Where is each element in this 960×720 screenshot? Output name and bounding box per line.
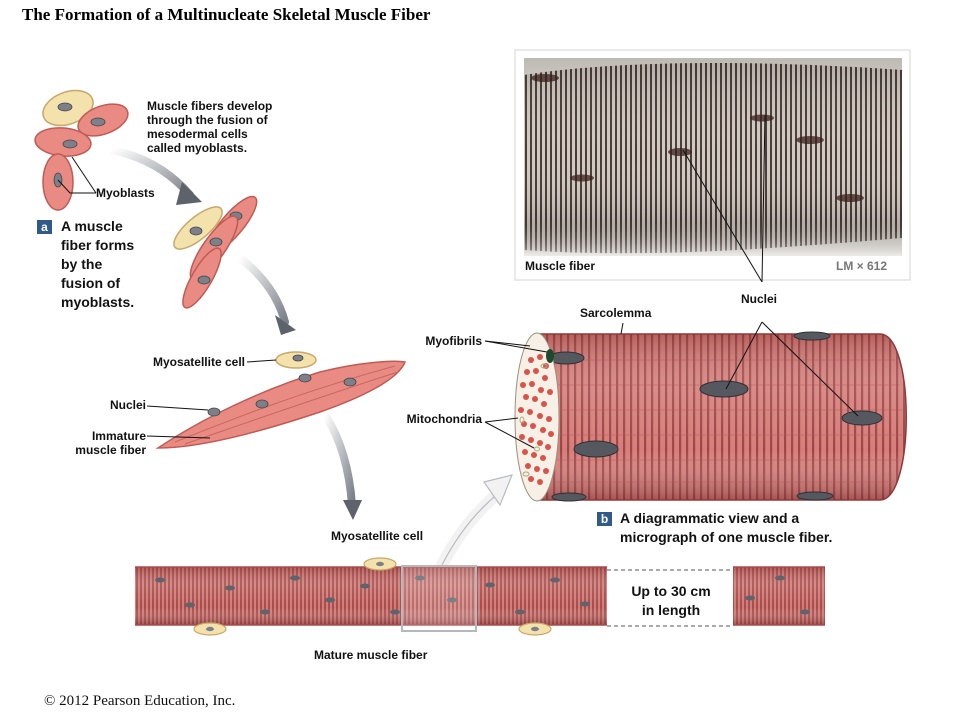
label-sarcolemma: Sarcolemma [580, 306, 652, 320]
fusing-myoblasts [173, 195, 258, 309]
panel-b-badge: b [597, 512, 612, 526]
muscle-fiber-cylinder [514, 331, 907, 502]
immature-muscle-fiber [155, 351, 407, 449]
label-mature-fiber: Mature muscle fiber [314, 648, 428, 662]
panel-a-badge: a [37, 220, 52, 234]
label-myosatellite-cell-2: Myosatellite cell [331, 529, 424, 543]
label-mitochondria: Mitochondria [406, 412, 482, 426]
myoblast-cells [34, 89, 129, 211]
length-note: Up to 30 cm in length [631, 583, 711, 618]
panel-a-caption: A muscle fiber forms by the fusion of my… [61, 218, 135, 310]
leader-lines [57, 114, 859, 449]
mature-muscle-fiber [135, 557, 825, 636]
label-nuclei-2: Nuclei [741, 292, 778, 306]
micrograph [514, 49, 911, 281]
label-myofibrils: Myofibrils [425, 334, 482, 348]
label-magnification: LM × 612 [836, 259, 888, 273]
label-myoblasts: Myoblasts [96, 186, 155, 200]
label-nuclei-1: Nuclei [109, 398, 146, 412]
copyright: © 2012 Pearson Education, Inc. [44, 693, 236, 709]
page-title: The Formation of a Multinucleate Skeleta… [22, 5, 431, 24]
panel-b-caption: A diagrammatic view and a micrograph of … [620, 510, 833, 545]
intro-text: Muscle fibers develop through the fusion… [147, 99, 273, 155]
progression-arrows [108, 146, 513, 571]
label-myosatellite-cell-1: Myosatellite cell [152, 355, 245, 369]
label-micrograph-muscle-fiber: Muscle fiber [525, 259, 596, 273]
label-immature-fiber: Immature muscle fiber [75, 429, 146, 457]
